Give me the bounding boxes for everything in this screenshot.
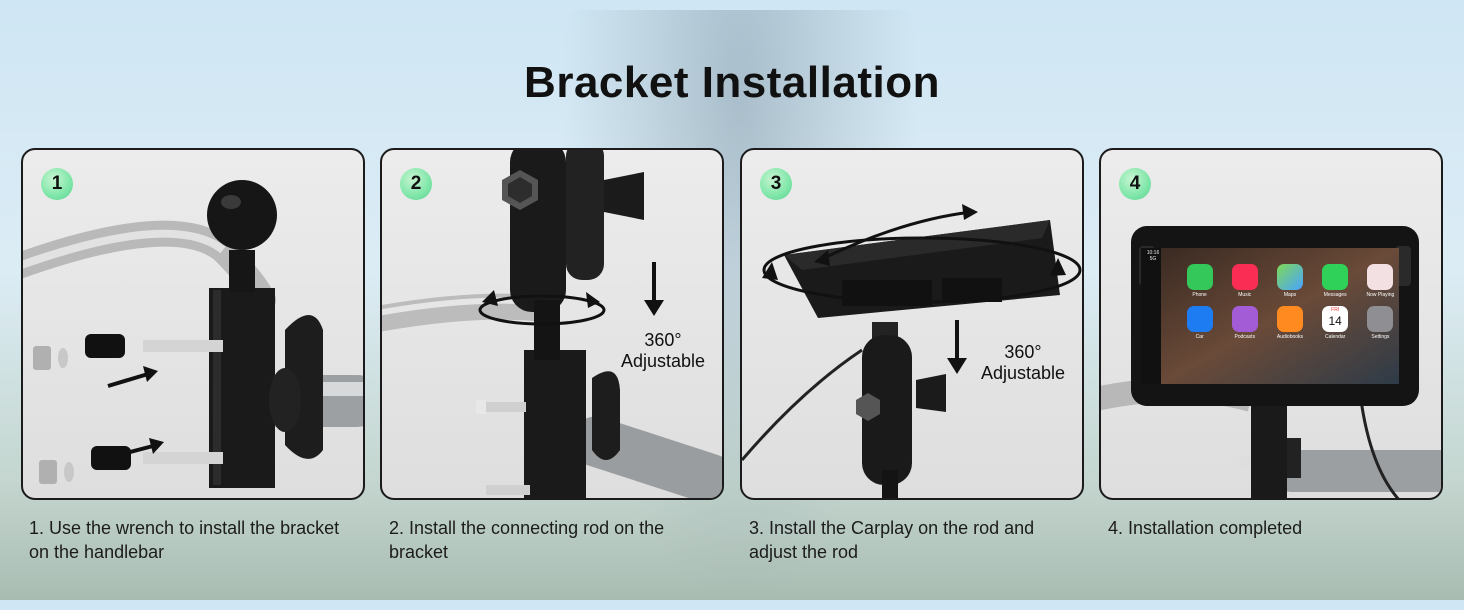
- step-number-badge: 2: [400, 168, 432, 200]
- bracket-illustration: [23, 180, 363, 488]
- app-car[interactable]: Car: [1177, 306, 1222, 340]
- status-signal: 5G: [1149, 256, 1157, 262]
- app-label: Maps: [1283, 292, 1297, 298]
- step-panel-3: 3 360° Adjustable: [740, 148, 1084, 500]
- app-label: Calendar: [1325, 334, 1346, 340]
- app-label: Music: [1238, 292, 1252, 298]
- music-icon: [1231, 264, 1258, 290]
- step-number-badge: 3: [760, 168, 792, 200]
- app-phone[interactable]: Phone: [1177, 264, 1222, 298]
- page-title: Bracket Installation: [524, 58, 940, 107]
- connecting-rod-illustration: [382, 150, 722, 498]
- app-label: Now Playing: [1366, 292, 1395, 298]
- car-icon: [1186, 306, 1213, 332]
- app-maps[interactable]: Maps: [1267, 264, 1312, 298]
- app-label: Audiobooks: [1276, 334, 1304, 340]
- calendar-icon: FRI 14: [1322, 306, 1349, 332]
- app-now-playing[interactable]: Now Playing: [1358, 264, 1403, 298]
- step-number-badge: 4: [1119, 168, 1151, 200]
- app-label: Phone: [1192, 292, 1207, 298]
- app-label: Messages: [1323, 292, 1347, 298]
- audiobooks-icon: [1276, 306, 1303, 332]
- step-number-badge: 1: [41, 168, 73, 200]
- step-caption-2: 2. Install the connecting rod on the bra…: [389, 518, 665, 562]
- app-settings[interactable]: Settings: [1358, 306, 1403, 340]
- adjustable-label: 360° Adjustable: [980, 342, 1066, 383]
- settings-icon: [1367, 306, 1394, 332]
- app-label: Settings: [1371, 334, 1390, 340]
- step-panel-2: 2 360° Adjustable: [380, 148, 724, 500]
- app-calendar[interactable]: FRI 14 Calendar: [1313, 306, 1358, 340]
- calendar-day: FRI: [1331, 307, 1340, 313]
- app-label: Podcasts: [1234, 334, 1256, 340]
- adjustable-label: 360° Adjustable: [620, 330, 706, 371]
- app-podcasts[interactable]: Podcasts: [1222, 306, 1267, 340]
- status-time: 10:16: [1146, 250, 1160, 256]
- step-caption-1: 1. Use the wrench to install the bracket…: [29, 518, 340, 562]
- carplay-mount-illustration: [742, 204, 1082, 498]
- calendar-date: 14: [1328, 314, 1342, 328]
- app-grid: Phone Music Maps Messages Now Playing Ca…: [1177, 264, 1403, 340]
- app-audiobooks[interactable]: Audiobooks: [1267, 306, 1312, 340]
- now-playing-icon: [1367, 264, 1394, 290]
- step-panel-4: 4 10:16 5G Phone: [1099, 148, 1443, 500]
- step-panel-1: 1: [21, 148, 365, 500]
- app-label: Car: [1195, 334, 1204, 340]
- maps-icon: [1276, 264, 1303, 290]
- phone-icon: [1186, 264, 1213, 290]
- status-bar: 10:16 5G: [1143, 250, 1163, 262]
- messages-icon: [1322, 264, 1349, 290]
- app-messages[interactable]: Messages: [1313, 264, 1358, 298]
- app-music[interactable]: Music: [1222, 264, 1267, 298]
- step-caption-4: 4. Installation completed: [1108, 518, 1303, 538]
- step-caption-3: 3. Install the Carplay on the rod and ad…: [749, 518, 1035, 562]
- podcasts-icon: [1231, 306, 1258, 332]
